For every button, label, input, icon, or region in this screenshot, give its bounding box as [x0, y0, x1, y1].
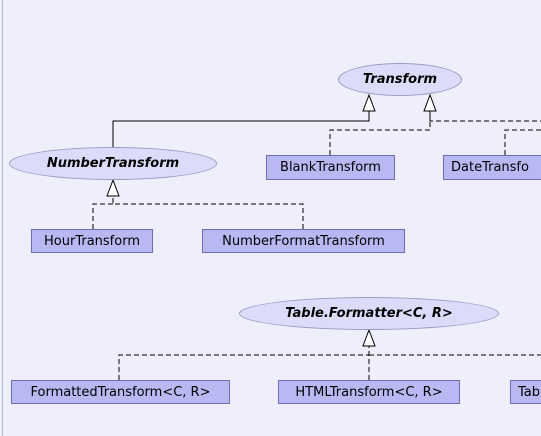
- arrowhead-tableformatter: [362, 328, 376, 347]
- interface-transform[interactable]: Transform: [338, 63, 462, 96]
- class-blanktransform[interactable]: BlankTransform: [266, 155, 395, 180]
- edge-numberformat-to-numbertransform: [112, 196, 304, 229]
- arrowhead-numbertransform: [106, 178, 120, 197]
- interface-numbertransform[interactable]: NumberTransform: [9, 147, 217, 180]
- edge-formatted-to-tableformatter: [118, 354, 369, 380]
- class-numberformattransform[interactable]: NumberFormatTransform: [202, 229, 405, 253]
- class-hourtransform[interactable]: HourTransform: [31, 229, 153, 253]
- edge-date-to-transform: [504, 129, 541, 155]
- class-formattedtransform[interactable]: FormattedTransform<C, R>: [11, 380, 230, 404]
- left-border: [2, 0, 3, 436]
- class-htmltransform[interactable]: HTMLTransform<C, R>: [278, 380, 460, 404]
- arrowhead-transform-right: [423, 93, 437, 112]
- edge-numbertransform-to-transform: [112, 111, 370, 147]
- class-datetransform[interactable]: DateTransfo: [443, 155, 541, 180]
- edge-hour-to-numbertransform: [92, 203, 113, 229]
- edge-offscreen-to-transform: [429, 111, 541, 122]
- class-table-truncated[interactable]: Tab: [510, 380, 541, 404]
- arrowhead-transform-left: [362, 93, 376, 112]
- interface-table-formatter[interactable]: Table.Formatter<C, R>: [239, 297, 499, 330]
- edge-blank-to-transform: [329, 111, 431, 155]
